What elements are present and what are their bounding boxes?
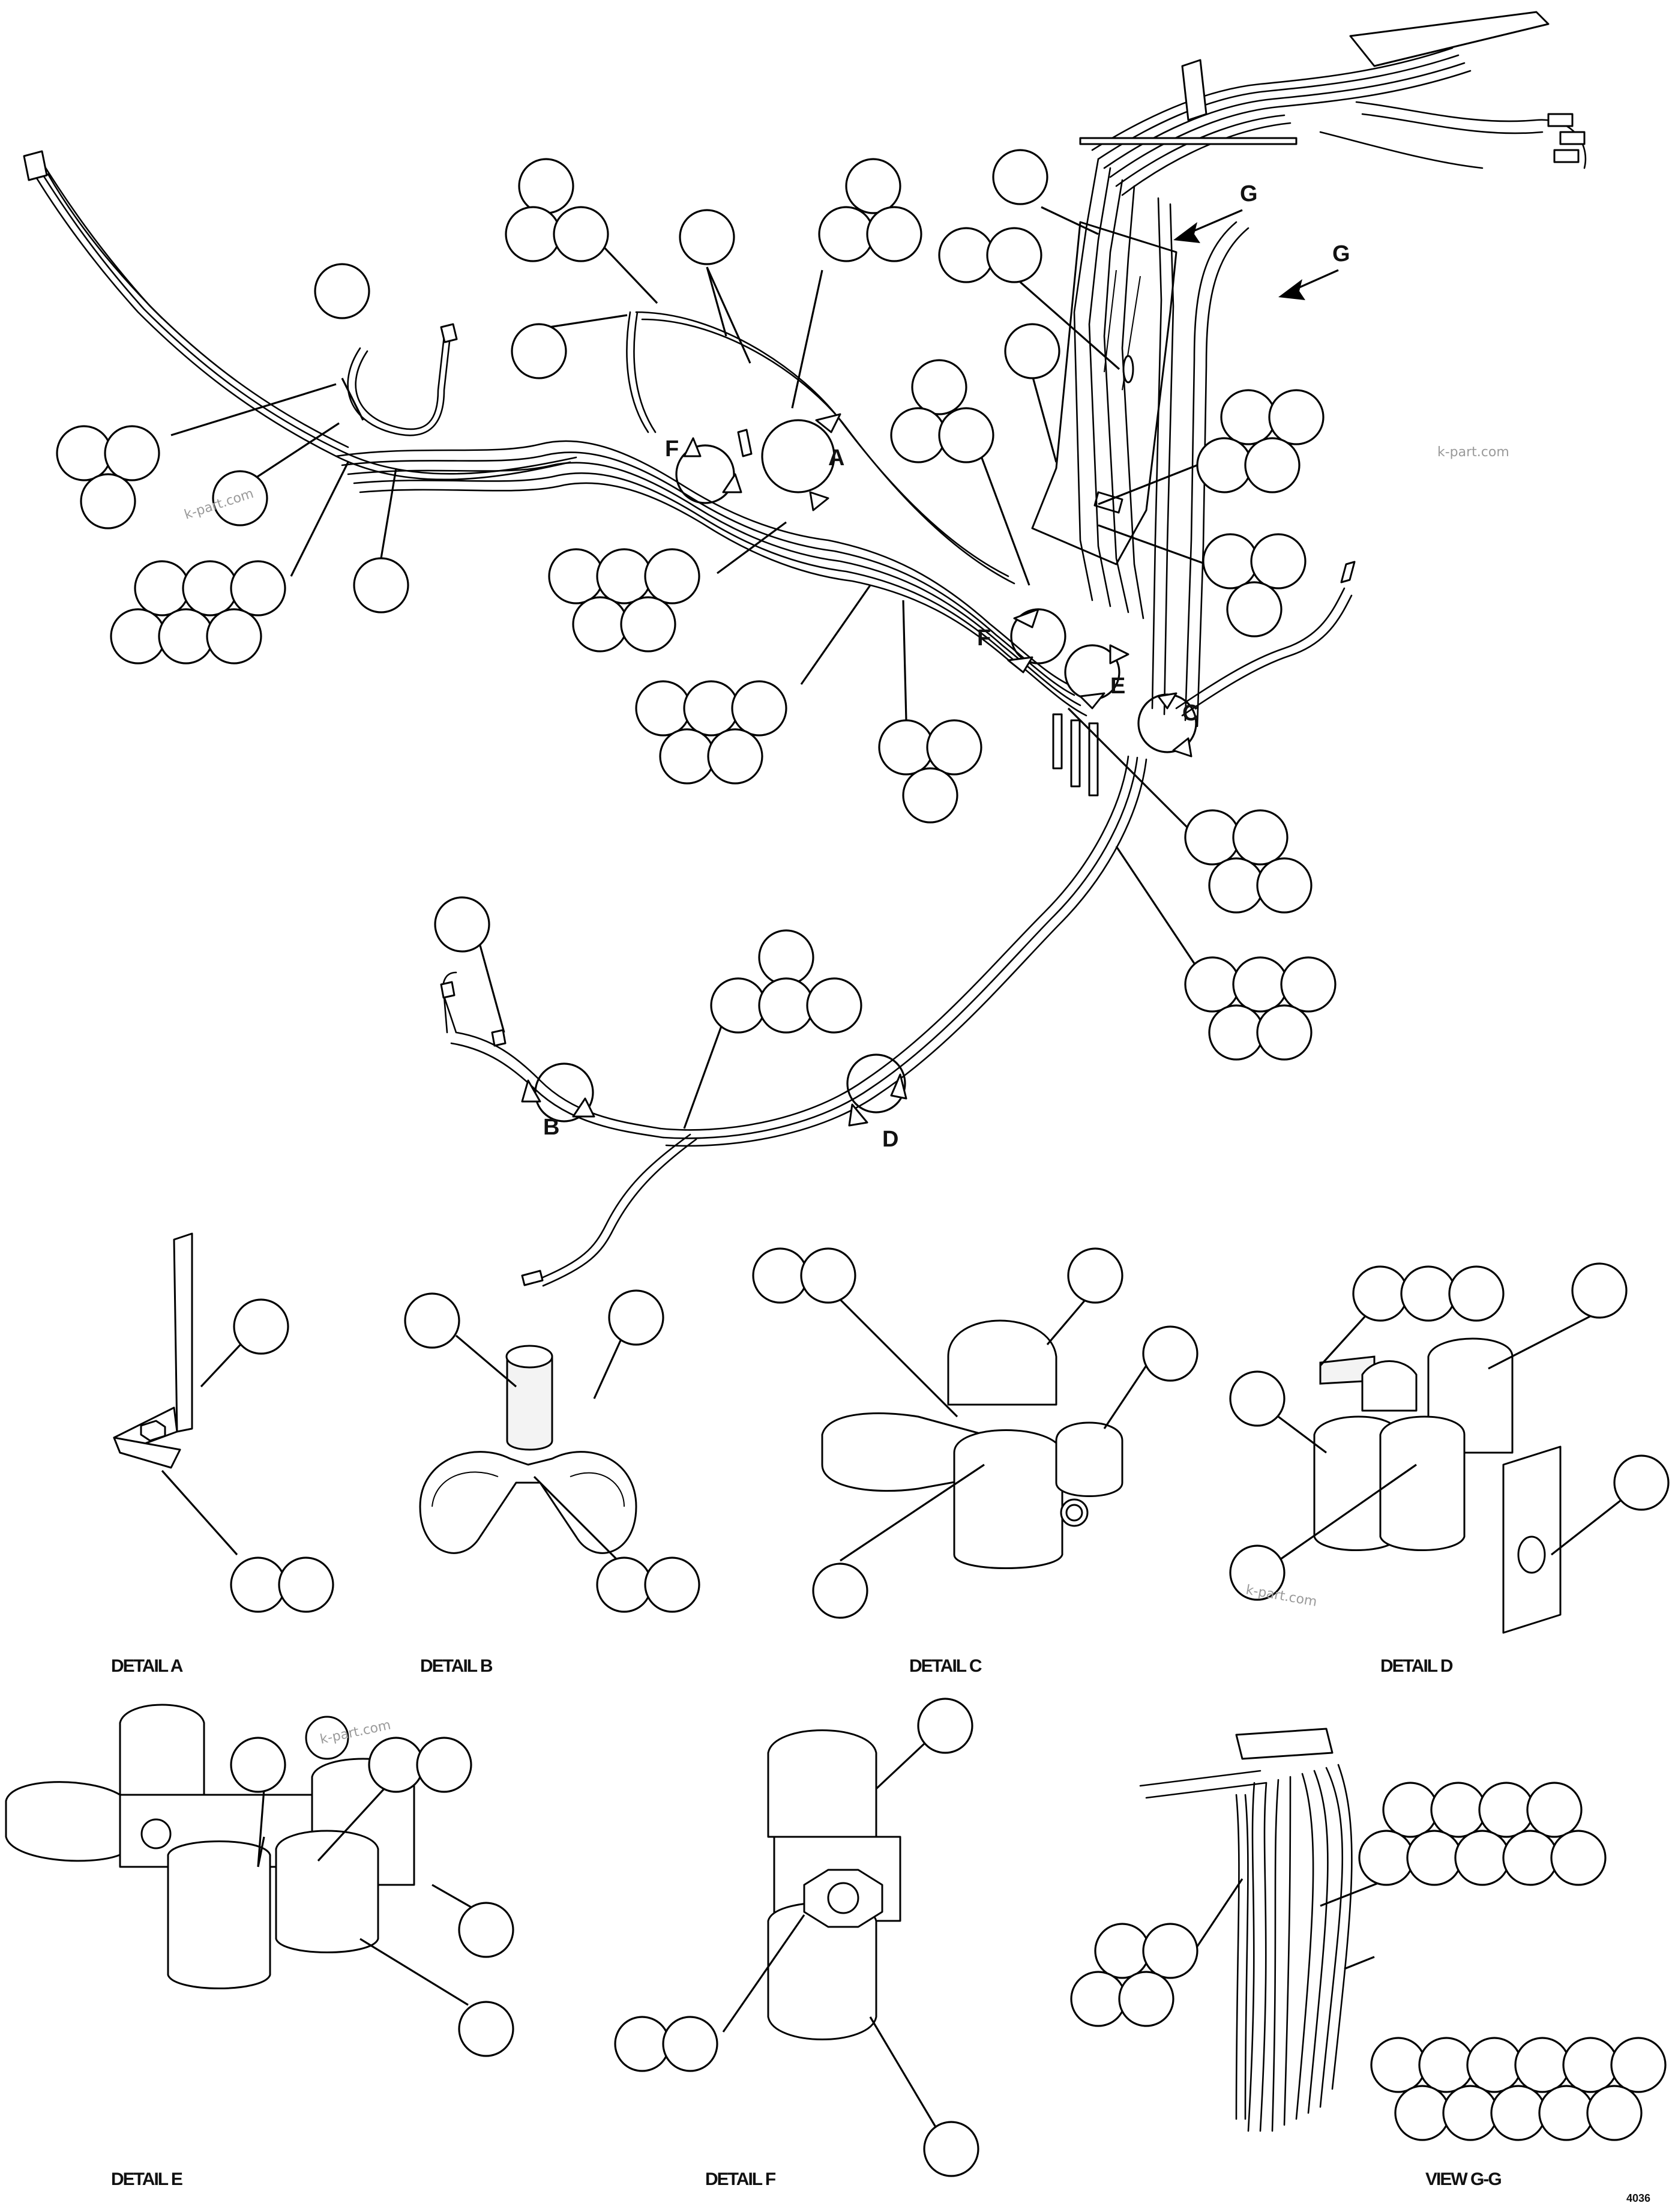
view-letters: A B C D E F F G G (543, 181, 1350, 1152)
view-label-g2: G (1332, 241, 1350, 267)
watermark-2: k-part.com (1437, 445, 1509, 460)
view-label-e: E (1110, 674, 1125, 699)
hose-fittings-center (737, 429, 1356, 797)
view-gg: VIEW G-G (1070, 1728, 1667, 2189)
detail-f: DETAIL F (614, 1698, 979, 2189)
view-label-c: C (1182, 701, 1198, 726)
mounting-plate (1031, 221, 1177, 565)
caption-detail-b: DETAIL B (420, 1656, 493, 1676)
caption-detail-a: DETAIL A (111, 1656, 183, 1676)
view-label-b: B (543, 1115, 559, 1140)
sheet-code: 4036 (1626, 2192, 1650, 2204)
detail-e: DETAIL E (5, 1704, 514, 2189)
callout-bubbles-main (56, 149, 1337, 1061)
caption-view-gg: VIEW G-G (1425, 2169, 1501, 2189)
detail-b: DETAIL B (404, 1289, 700, 1676)
detail-a: DETAIL A (111, 1232, 334, 1676)
view-label-a: A (828, 445, 844, 471)
caption-detail-e: DETAIL E (111, 2169, 182, 2189)
view-label-f: F (665, 436, 679, 462)
caption-detail-d: DETAIL D (1380, 1656, 1453, 1676)
detail-d: DETAIL D (1229, 1262, 1670, 1676)
hose-bundle-main (23, 150, 1353, 1287)
view-label-f2: F (977, 625, 991, 651)
hose-bundle-upper (1073, 11, 1587, 728)
detail-view-markers (521, 209, 1339, 1127)
view-label-d: D (882, 1127, 898, 1152)
view-label-g1: G (1240, 181, 1258, 206)
caption-detail-c: DETAIL C (909, 1656, 982, 1676)
detail-c: DETAIL C (752, 1247, 1198, 1676)
caption-detail-f: DETAIL F (705, 2169, 776, 2189)
callout-leaders (170, 206, 1213, 1129)
